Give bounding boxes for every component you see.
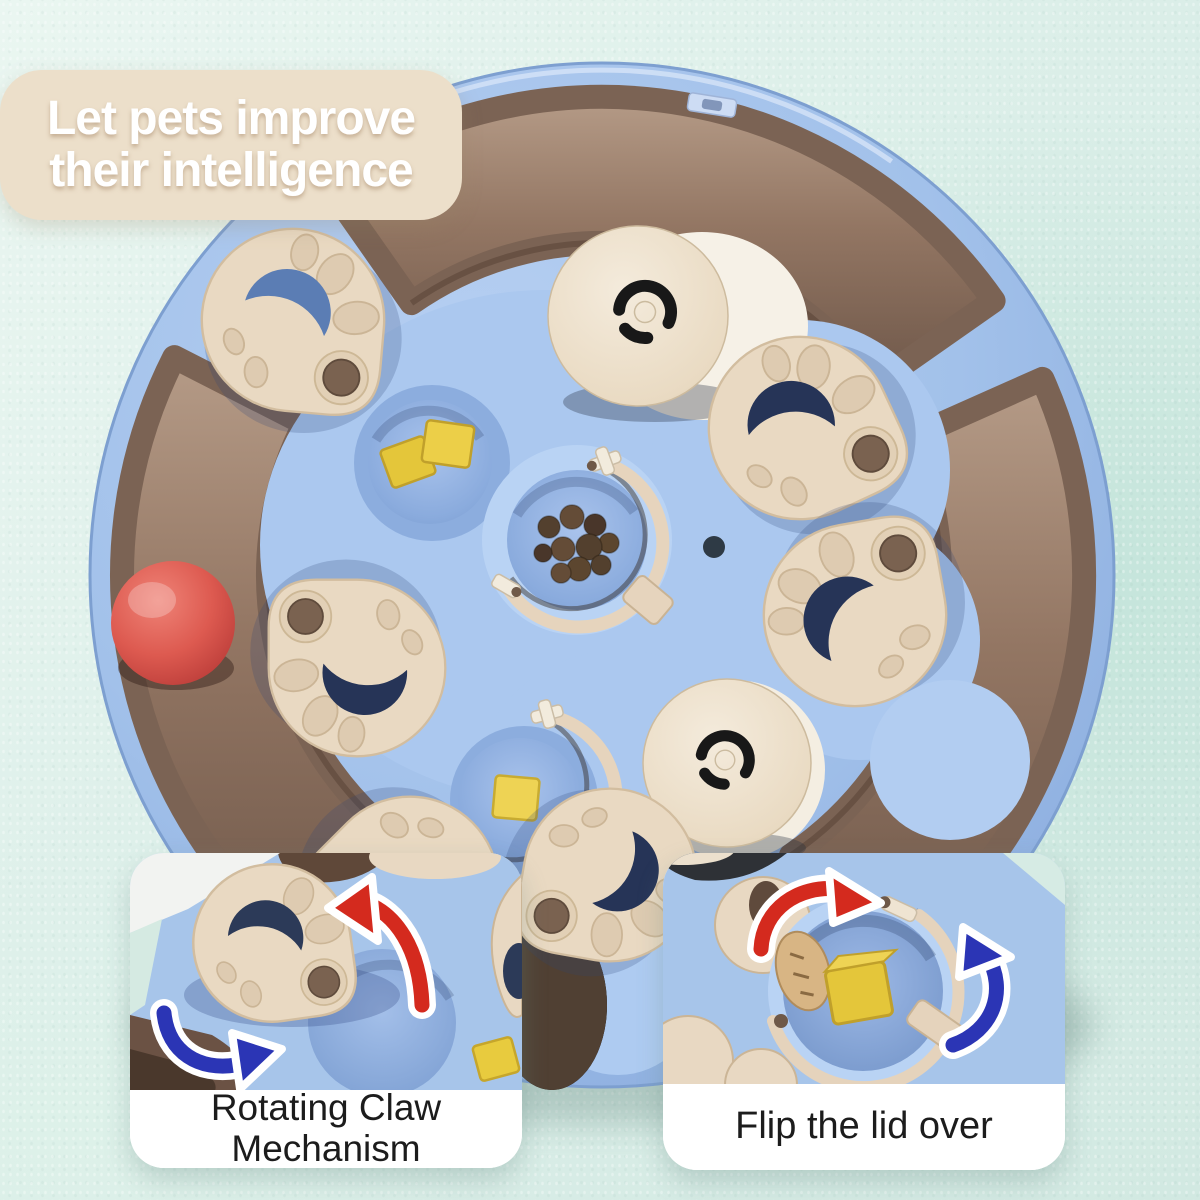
rim-latch xyxy=(686,92,738,118)
red-ball xyxy=(111,561,235,690)
rotate-arrow-blue-icon xyxy=(150,999,286,1093)
caption-rotating-claw: Rotating Claw Mechanism xyxy=(130,1087,522,1168)
treat-cube-large xyxy=(822,948,899,1026)
headline-line2: their intelligence xyxy=(49,144,413,197)
treat-cracker xyxy=(774,930,832,1012)
detail-panel-flip-lid: Flip the lid over xyxy=(663,853,1065,1170)
caption-flip-lid: Flip the lid over xyxy=(663,1084,1065,1170)
caption-line1: Rotating Claw xyxy=(210,1087,442,1129)
treat-bowl-center xyxy=(482,445,672,635)
rotate-arrow-red-icon xyxy=(747,867,885,963)
rotating-claw-photo xyxy=(130,853,522,1093)
headline-line1: Let pets improve xyxy=(46,92,416,146)
rotate-arrow-blue-icon xyxy=(939,923,1015,1059)
rotate-arrow-red-icon xyxy=(324,873,436,1019)
caption-line: Flip the lid over xyxy=(735,1105,993,1148)
flip-claw-ring xyxy=(767,895,965,1085)
detail-panel-rotating-claw: Rotating Claw Mechanism xyxy=(130,853,522,1168)
caption-line2: Mechanism xyxy=(231,1128,421,1168)
treat-cubes xyxy=(379,419,541,822)
headline-badge: Let pets improve their intelligence xyxy=(0,70,462,220)
pivot-hole xyxy=(703,536,725,558)
kibble-cluster xyxy=(533,504,620,584)
claw-ring-center xyxy=(491,446,674,634)
flip-lid-photo xyxy=(663,853,1065,1085)
